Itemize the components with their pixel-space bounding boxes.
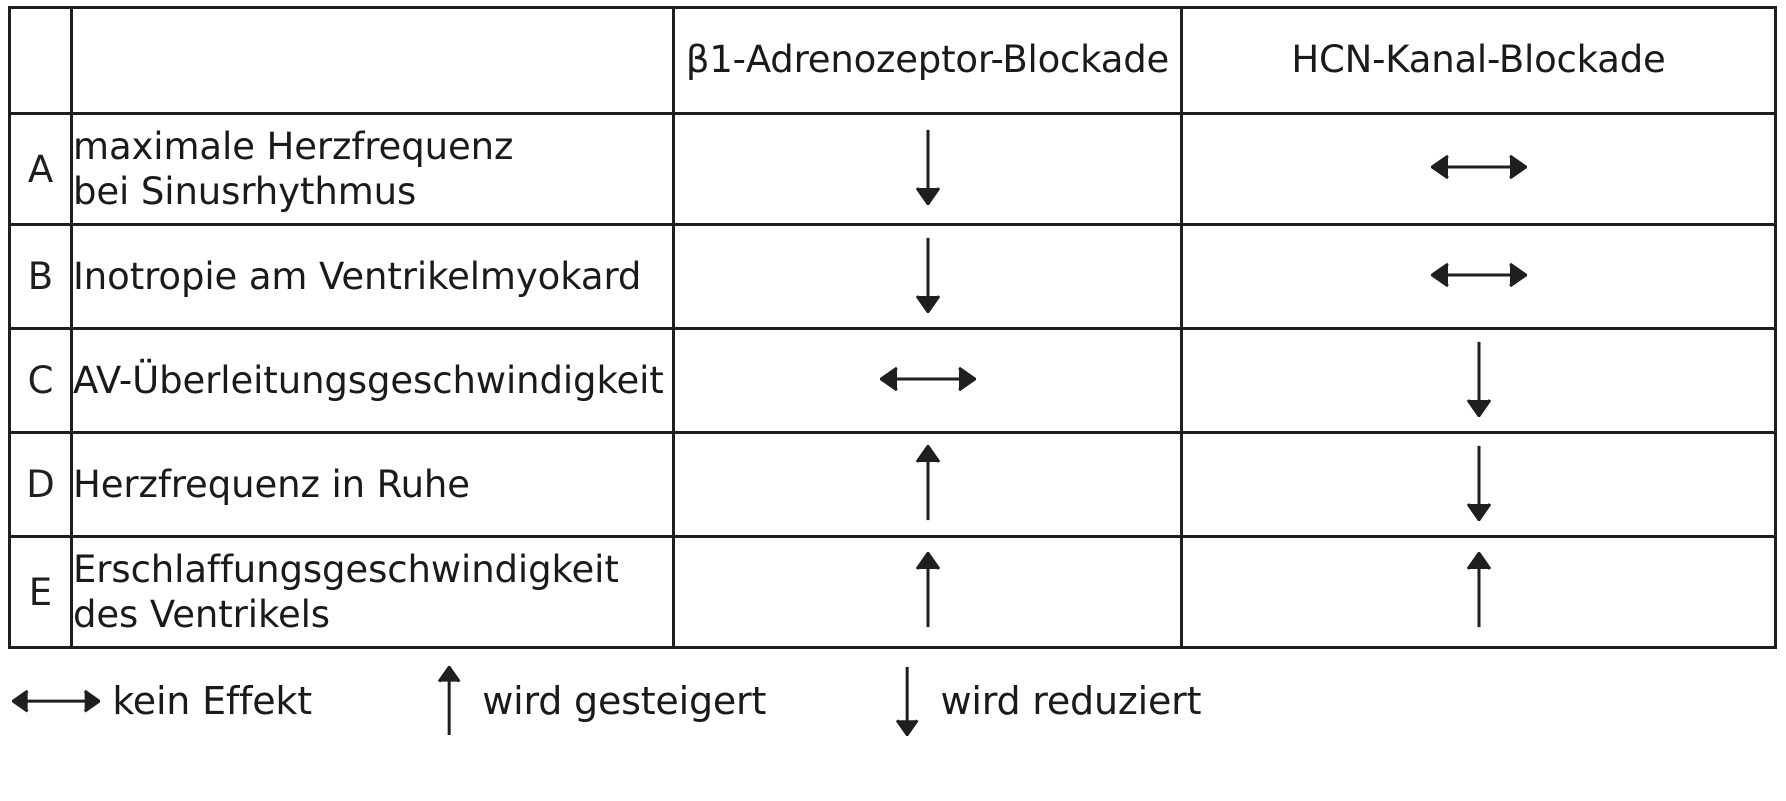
header-cell-label-blank <box>70 6 675 115</box>
row-label-e: Erschlaffungsgeschwindigkeit des Ventrik… <box>70 535 675 649</box>
legend-label-increased: wird gesteigert <box>482 678 767 723</box>
arrow-left-right-icon <box>879 356 976 402</box>
cell-c-hcn <box>1180 327 1777 434</box>
header-cell-letter-blank <box>8 6 73 115</box>
arrow-down-icon <box>905 129 951 205</box>
table-row: C AV-Überleitungsgeschwindigkeit <box>8 327 1777 434</box>
table-body: A maximale Herzfrequenz bei Sinusrhythmu… <box>8 112 1777 649</box>
row-label-e-line2: des Ventrikels <box>73 593 330 636</box>
row-label-c-line1: AV-Überleitungsgeschwindigkeit <box>73 358 664 402</box>
header-cell-beta1-blockade: β1-Adrenozeptor-Blockade <box>672 6 1183 115</box>
table-row: D Herzfrequenz in Ruhe <box>8 431 1777 538</box>
arrow-left-right-icon <box>12 680 101 722</box>
legend-label-reduced: wird reduziert <box>940 678 1202 723</box>
legend: kein Effekt wird gesteigert wird reduzie… <box>8 666 1778 736</box>
arrow-down-icon <box>886 666 928 736</box>
table-header: β1-Adrenozeptor-Blockade HCN-Kanal-Block… <box>8 6 1777 115</box>
row-label-a-line1: maximale Herzfrequenz <box>73 124 514 168</box>
row-label-c: AV-Überleitungsgeschwindigkeit <box>70 327 675 434</box>
row-label-b-line1: Inotropie am Ventrikelmyokard <box>73 254 642 298</box>
row-letter-c: C <box>8 327 73 434</box>
effects-table: β1-Adrenozeptor-Blockade HCN-Kanal-Block… <box>8 6 1777 649</box>
arrow-left-right-icon <box>1430 144 1527 190</box>
arrow-down-icon <box>1456 341 1502 417</box>
row-letter-a: A <box>8 112 73 226</box>
arrow-left-right-icon <box>1430 252 1527 298</box>
cell-b-beta1 <box>672 223 1183 330</box>
legend-item-reduced: wird reduziert <box>886 666 1201 736</box>
row-label-d: Herzfrequenz in Ruhe <box>70 431 675 538</box>
row-label-e-line1: Erschlaffungsgeschwindigkeit <box>73 547 619 591</box>
cell-a-hcn <box>1180 112 1777 226</box>
legend-label-no-effect: kein Effekt <box>112 678 312 723</box>
header-cell-hcn-blockade: HCN-Kanal-Blockade <box>1180 6 1777 115</box>
cell-d-hcn <box>1180 431 1777 538</box>
arrow-up-icon <box>905 552 951 628</box>
header-row: β1-Adrenozeptor-Blockade HCN-Kanal-Block… <box>8 6 1777 115</box>
legend-item-no-effect: kein Effekt <box>12 680 312 722</box>
table-row: E Erschlaffungsgeschwindigkeit des Ventr… <box>8 535 1777 649</box>
cell-b-hcn <box>1180 223 1777 330</box>
arrow-down-icon <box>1456 445 1502 521</box>
arrow-up-icon <box>1456 552 1502 628</box>
row-letter-b: B <box>8 223 73 330</box>
cell-e-beta1 <box>672 535 1183 649</box>
table-row: B Inotropie am Ventrikelmyokard <box>8 223 1777 330</box>
cell-d-beta1 <box>672 431 1183 538</box>
arrow-down-icon <box>905 237 951 313</box>
row-label-d-line1: Herzfrequenz in Ruhe <box>73 462 470 506</box>
row-letter-e: E <box>8 535 73 649</box>
table-row: A maximale Herzfrequenz bei Sinusrhythmu… <box>8 112 1777 226</box>
arrow-up-icon <box>905 444 951 521</box>
cell-e-hcn <box>1180 535 1777 649</box>
row-label-b: Inotropie am Ventrikelmyokard <box>70 223 675 330</box>
row-label-a: maximale Herzfrequenz bei Sinusrhythmus <box>70 112 675 226</box>
row-label-a-line2: bei Sinusrhythmus <box>73 170 417 213</box>
cell-c-beta1 <box>672 327 1183 434</box>
legend-item-increased: wird gesteigert <box>428 666 766 736</box>
arrow-up-icon <box>428 666 470 736</box>
row-letter-d: D <box>8 431 73 538</box>
cell-a-beta1 <box>672 112 1183 226</box>
